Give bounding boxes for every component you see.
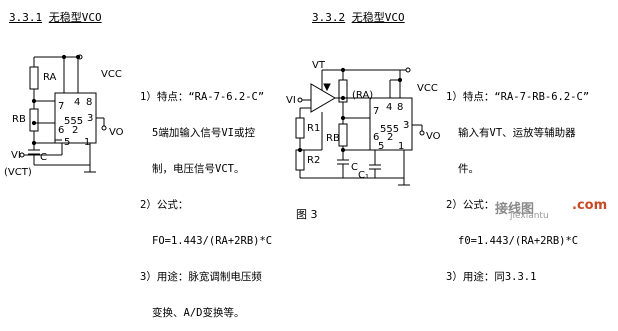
circuit-2	[295, 67, 425, 186]
label-r2: R2	[307, 155, 320, 166]
pin-4-2: 4	[386, 102, 392, 113]
label-vo-2: VO	[426, 131, 441, 142]
desc1-line-7: 变换、A/D变换等。	[152, 307, 245, 319]
pin-1: 1	[84, 137, 90, 148]
desc1-line-1: 1）特点：“RA-7-6.2-C”	[140, 91, 265, 103]
label-vcc-2: VCC	[417, 83, 438, 94]
label-rb: RB	[12, 114, 26, 125]
chip-label-555-2: 555	[380, 124, 399, 135]
desc1-line-3: 制，电压信号VCT。	[152, 163, 245, 175]
desc2-line-1: 1）特点：“RA-7-RB-6.2-C”	[446, 91, 590, 103]
label-vi: VI	[11, 150, 21, 161]
pin-7-2: 7	[373, 106, 379, 117]
resistor-rb-2	[338, 123, 348, 147]
section-name-2: 无稳型VCO	[351, 11, 405, 24]
section-title-1: 3.3.1 无稳型VCO	[9, 9, 102, 25]
section-number-1: 3.3.1	[9, 11, 43, 24]
desc1-line-5: FO=1.443/(RA+2RB)*C	[152, 235, 273, 247]
chip-label-555-1: 555	[64, 116, 83, 127]
pin-4: 4	[74, 97, 80, 108]
pin-6: 6	[58, 125, 64, 136]
section-name-1: 无稳型VCO	[48, 11, 102, 24]
label-r1: R1	[307, 123, 320, 134]
resistor-ra	[29, 66, 39, 90]
label-vi-2: VI	[286, 95, 296, 106]
schematic-canvas: RA RB C VCC VO VI (VCT) 555 7 4 8 6 2 3 …	[4, 54, 441, 186]
opamp-symbol	[310, 83, 336, 113]
pin-3-2: 3	[403, 120, 409, 131]
resistor-rb	[29, 108, 39, 132]
label-vo: VO	[109, 127, 124, 138]
label-vt: VT	[312, 60, 326, 71]
chip-555-2	[369, 97, 413, 151]
label-c1: C₁	[358, 170, 369, 181]
label-vct: (VCT)	[4, 167, 32, 178]
desc1-line-2: 5端加输入信号VI或控	[152, 127, 255, 139]
pin-6-2: 6	[373, 132, 379, 143]
label-rb-2: RB	[326, 133, 340, 144]
pin-2: 2	[72, 125, 78, 136]
pin-8: 8	[86, 97, 92, 108]
section-title-2: 3.3.2 无稳型VCO	[312, 9, 405, 25]
watermark-sub: jiexiantu	[510, 211, 549, 221]
section-number-2: 3.3.2	[312, 11, 346, 24]
desc2-line-4: 2）公式：	[446, 199, 495, 211]
desc2-line-6: 3）用途：同3.3.1	[446, 271, 537, 283]
desc2-line-2: 输入有VT、运放等辅助器	[458, 127, 576, 139]
label-c-2: C	[351, 162, 358, 173]
watermark-main: 接线图	[495, 202, 535, 217]
resistor-r2	[295, 149, 305, 171]
pin-2-2: 2	[387, 132, 393, 143]
pin-5: 5	[64, 137, 70, 148]
pin-5-2: 5	[378, 141, 384, 152]
pin-3: 3	[87, 113, 93, 124]
label-ra: RA	[43, 72, 57, 83]
watermark-domain: .com	[572, 198, 608, 213]
desc1-line-4: 2）公式：	[140, 199, 189, 211]
pin-7: 7	[58, 101, 64, 112]
desc2-line-5: f0=1.443/(RA+2RB)*C	[458, 235, 579, 247]
figure-label: 图 3	[296, 208, 318, 221]
desc1-line-6: 3）用途：脉宽调制电压频	[140, 271, 262, 283]
label-vcc: VCC	[101, 69, 122, 80]
label-c: C	[40, 152, 47, 163]
pin-1-2: 1	[398, 141, 404, 152]
desc2-line-3: 件。	[458, 163, 479, 175]
circuit-1	[19, 54, 107, 173]
label-ra-2: (RA)	[352, 90, 373, 101]
pin-8-2: 8	[397, 102, 403, 113]
resistor-r1	[295, 117, 305, 139]
diode-symbol	[323, 83, 331, 92]
